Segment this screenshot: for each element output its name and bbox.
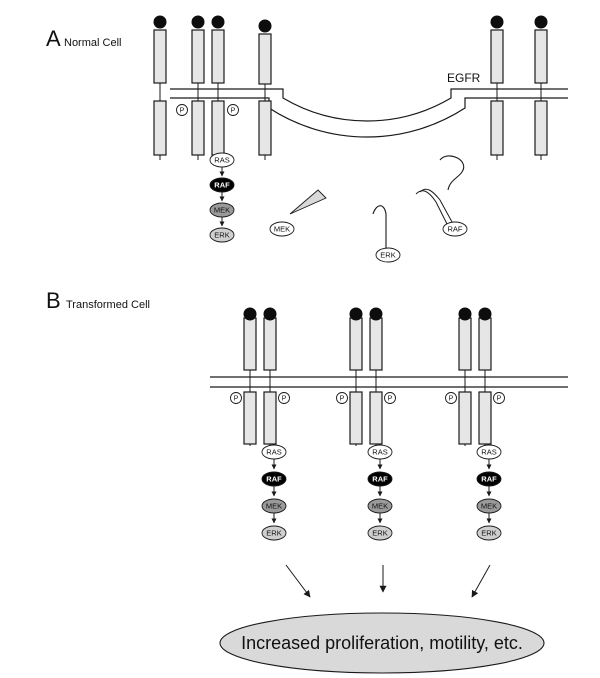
egf-ligand <box>243 307 257 321</box>
receptor-pair-b1 <box>243 307 277 446</box>
erk-node <box>367 525 393 541</box>
outcome-ellipse: Increased proliferation, motility, etc. <box>219 612 545 674</box>
receptor-a3 <box>211 15 225 160</box>
svg-text:ERK: ERK <box>266 529 281 538</box>
panel-b: B Transformed Cell <box>46 288 568 674</box>
egf-ligand <box>153 15 167 29</box>
svg-text:RAF: RAF <box>266 475 282 484</box>
receptor-a2 <box>191 15 205 160</box>
egf-ligand <box>478 307 492 321</box>
egf-ligand <box>490 15 504 29</box>
svg-text:ERK: ERK <box>372 529 387 538</box>
svg-text:P: P <box>497 396 502 403</box>
cascade-b3: RAS RAF MEK ERK <box>476 444 502 541</box>
svg-text:RAF: RAF <box>372 475 388 484</box>
erk-node <box>209 227 235 243</box>
svg-text:MEK: MEK <box>214 206 230 215</box>
arrow-to-outcome <box>471 564 491 598</box>
receptor-a4 <box>258 19 272 160</box>
svg-text:RAS: RAS <box>266 448 281 457</box>
svg-text:P: P <box>340 396 345 403</box>
phospho-b: P P P P P P <box>230 392 505 404</box>
egf-ligand <box>211 15 225 29</box>
svg-text:P: P <box>449 396 454 403</box>
svg-text:P: P <box>388 396 393 403</box>
svg-text:P: P <box>231 108 236 115</box>
outcome-text: Increased proliferation, motility, etc. <box>241 633 523 653</box>
panel-a-title: Normal Cell <box>64 37 121 49</box>
svg-text:RAF: RAF <box>448 225 463 234</box>
panel-b-letter: B <box>46 288 61 313</box>
svg-text:P: P <box>180 108 185 115</box>
vesicle-erk: ERK <box>372 205 401 263</box>
svg-text:RAS: RAS <box>481 448 496 457</box>
receptor-a5 <box>490 15 504 160</box>
svg-text:ERK: ERK <box>380 251 395 260</box>
arrow-to-outcome <box>285 564 311 598</box>
membrane-outer-a <box>170 88 568 122</box>
phospho-a1: P <box>176 104 188 116</box>
erk-node <box>261 525 287 541</box>
erk-node <box>476 525 502 541</box>
svg-text:RAF: RAF <box>481 475 497 484</box>
cascade-b2: RAS RAF MEK ERK <box>367 444 393 541</box>
svg-text:P: P <box>282 396 287 403</box>
egfr-label: EGFR <box>447 71 481 85</box>
svg-text:ERK: ERK <box>214 231 229 240</box>
svg-text:MEK: MEK <box>372 502 388 511</box>
egf-ligand <box>349 307 363 321</box>
receptor-pair-b2 <box>349 307 383 446</box>
cascade-a: RAS RAF MEK ERK <box>209 152 235 243</box>
egf-ligand <box>191 15 205 29</box>
svg-text:P: P <box>234 396 239 403</box>
svg-text:RAS: RAS <box>214 156 229 165</box>
svg-text:MEK: MEK <box>274 225 290 234</box>
receptor-a6 <box>534 15 548 160</box>
svg-text:RAF: RAF <box>214 181 230 190</box>
vesicle-mek: MEK <box>269 189 327 237</box>
panel-a-letter: A <box>46 26 61 51</box>
svg-text:MEK: MEK <box>481 502 497 511</box>
svg-text:RAS: RAS <box>372 448 387 457</box>
panel-a: A Normal Cell EGFR <box>46 15 568 263</box>
egf-ligand <box>369 307 383 321</box>
vesicle-raf: RAF <box>415 155 468 237</box>
cascade-b1: RAS RAF MEK ERK <box>261 444 287 541</box>
svg-text:ERK: ERK <box>481 529 496 538</box>
svg-text:MEK: MEK <box>266 502 282 511</box>
egf-ligand <box>458 307 472 321</box>
phospho-a2: P <box>227 104 239 116</box>
panel-b-title: Transformed Cell <box>66 299 150 311</box>
receptor-pair-b3 <box>458 307 492 446</box>
receptor-a1 <box>153 15 167 160</box>
membrane-inner-a <box>170 97 568 138</box>
egf-ligand <box>534 15 548 29</box>
egf-ligand <box>258 19 272 33</box>
egf-ligand <box>263 307 277 321</box>
